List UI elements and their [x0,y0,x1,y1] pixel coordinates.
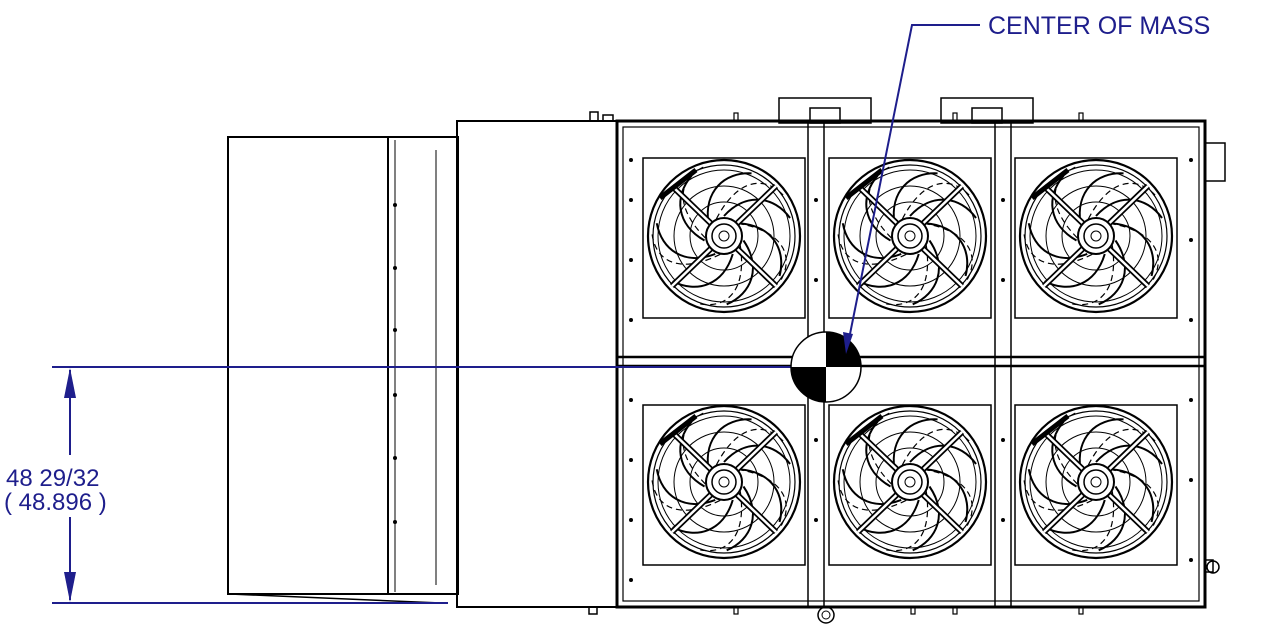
center-of-mass-label: CENTER OF MASS [988,12,1210,40]
dimension-decimal-label: ( 48.896 ) [4,489,107,516]
fan-icon [1016,160,1172,314]
hood-section [227,136,459,604]
edge-fasteners [733,112,1084,615]
dimension-lines [52,366,830,604]
compressor-compartment [456,120,618,608]
fan-icon [830,160,986,314]
dimension-fraction-label: 48 29/32 [6,465,99,492]
mounting-tabs [588,111,614,615]
dimension-arrows [64,368,76,602]
frame-fasteners [629,158,1193,582]
fan-array [644,160,1172,560]
center-of-mass-leader [843,24,980,354]
fan-icon [644,160,800,314]
fan-icon [830,406,986,560]
center-of-mass-symbol [790,331,862,403]
fan-icon [644,406,800,560]
hood-rivets [393,203,397,524]
fan-icon [1016,406,1172,560]
top-service-boxes [778,97,1034,124]
